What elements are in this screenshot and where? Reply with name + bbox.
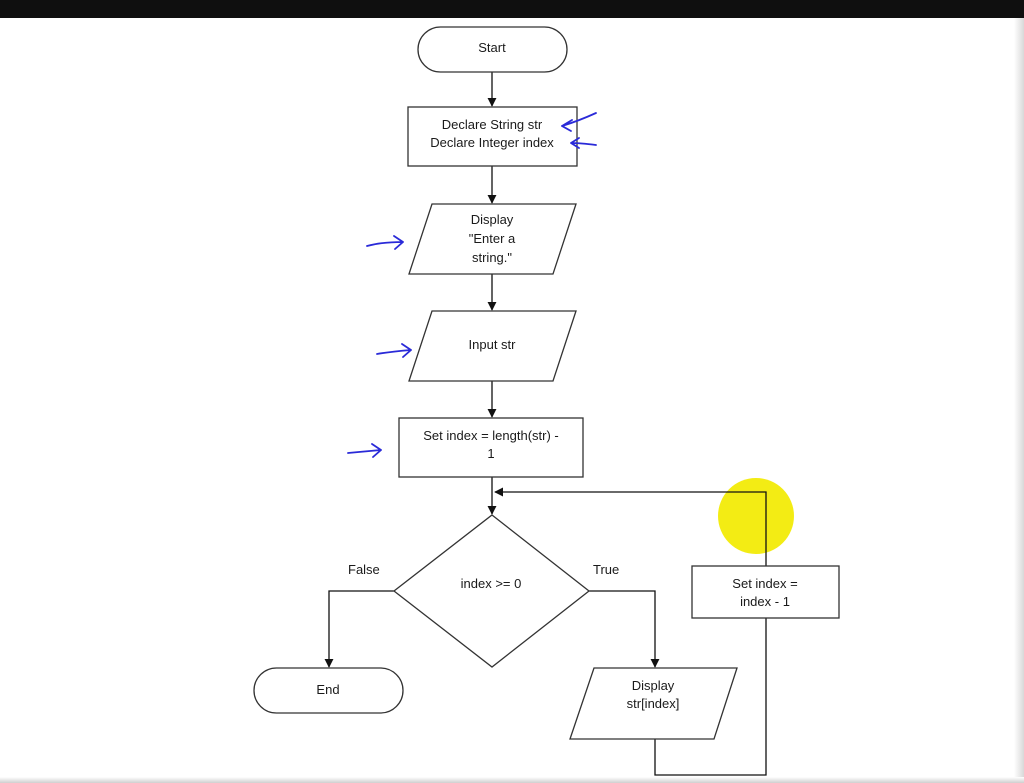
declare-line-1: Declare String str <box>442 117 543 132</box>
display-prompt-line-3: string." <box>472 250 512 265</box>
start-terminal: Start <box>417 26 568 73</box>
window-bottom-edge <box>0 777 1024 783</box>
arrow-false-to-end <box>324 590 394 668</box>
pen-arrow-declare-str <box>561 112 597 132</box>
declare-line-2: Declare Integer index <box>430 135 554 150</box>
arrow-true-to-display <box>589 590 660 668</box>
loop-decrement-to-decision <box>494 487 767 566</box>
display-prompt-line-1: Display <box>471 212 514 227</box>
display-char-io: Display str[index] <box>569 667 738 740</box>
display-char-line-1: Display <box>632 678 675 693</box>
pen-arrow-input <box>376 343 412 358</box>
false-branch-label: False <box>348 562 380 577</box>
decision-label: index >= 0 <box>461 576 522 591</box>
display-prompt-line-2: "Enter a <box>469 231 516 246</box>
end-label: End <box>316 682 339 697</box>
display-char-line-2: str[index] <box>627 696 680 711</box>
display-prompt-io: Display "Enter a string." <box>408 203 577 275</box>
pen-arrow-declare-index <box>570 137 597 149</box>
window-right-edge <box>1014 18 1024 783</box>
decision-node: index >= 0 <box>392 514 591 668</box>
decrement-process: Set index = index - 1 <box>691 565 840 619</box>
input-label: Input str <box>469 337 517 352</box>
window-top-bar <box>0 0 1024 18</box>
set-index-process: Set index = length(str) - 1 <box>398 417 584 478</box>
declare-process: Declare String str Declare Integer index <box>407 106 578 167</box>
input-io: Input str <box>408 310 577 382</box>
pen-arrow-display <box>366 235 404 250</box>
true-branch-label: True <box>593 562 619 577</box>
decrement-line-2: index - 1 <box>740 594 790 609</box>
set-index-line-2: 1 <box>487 446 494 461</box>
flow-connectors <box>324 72 767 776</box>
decrement-line-1: Set index = <box>732 576 797 591</box>
start-label: Start <box>478 40 506 55</box>
loop-display-to-decrement <box>654 618 767 776</box>
pen-annotations <box>347 112 597 458</box>
cursor-highlight <box>718 478 794 554</box>
end-terminal: End <box>253 667 404 714</box>
pen-arrow-set-index <box>347 443 382 458</box>
set-index-line-1: Set index = length(str) - <box>423 428 558 443</box>
